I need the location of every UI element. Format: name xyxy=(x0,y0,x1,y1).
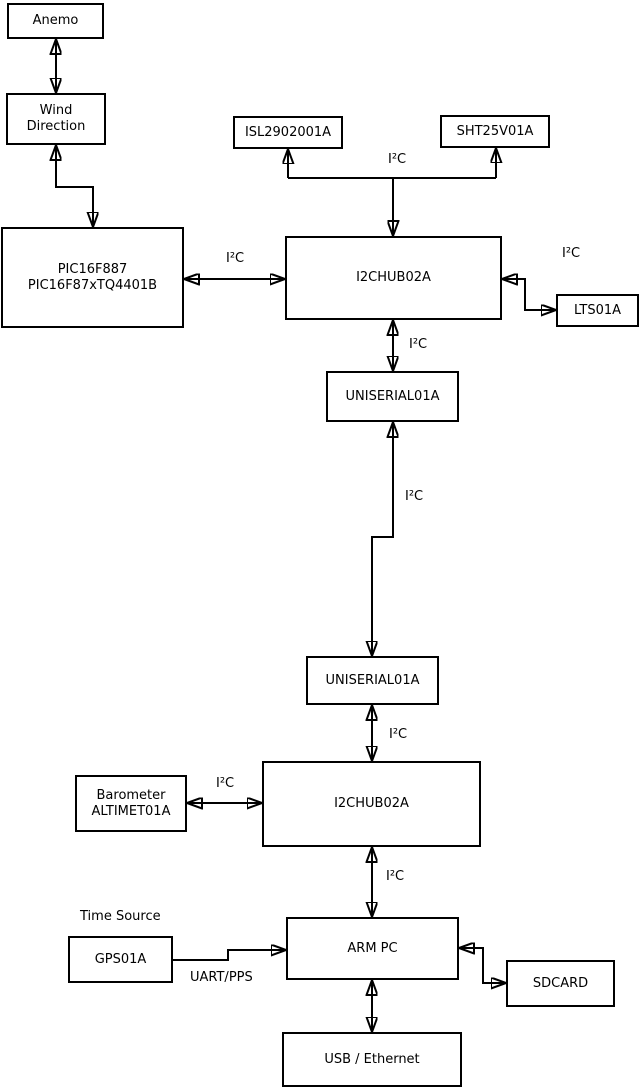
node-uniserial01a-lower-label: UNISERIAL01A xyxy=(325,672,420,688)
node-usb-ethernet-label: USB / Ethernet xyxy=(324,1051,420,1067)
node-lts01a: LTS01A xyxy=(556,294,639,327)
connector-gps-armpc xyxy=(173,950,286,961)
connector-i2chub-lts xyxy=(502,279,556,310)
node-sht25v01a-label: SHT25V01A xyxy=(456,123,534,139)
edge-label-i2c-sensor-branch: I²C xyxy=(388,152,407,167)
node-isl2902001a: ISL2902001A xyxy=(233,116,343,149)
node-isl2902001a-label: ISL2902001A xyxy=(244,124,332,140)
edge-label-i2c-hub-lts: I²C xyxy=(562,246,581,261)
node-wind-direction: Wind Direction xyxy=(6,93,106,145)
edge-label-uart-pps: UART/PPS xyxy=(190,970,253,985)
edge-label-i2c-uniserial-link: I²C xyxy=(405,489,424,504)
node-i2chub02a-bottom: I2CHUB02A xyxy=(262,761,481,847)
edge-label-time-source: Time Source xyxy=(80,909,161,924)
connector-armpc-sdcard xyxy=(459,948,506,983)
edge-label-i2c-hub-uniserial: I²C xyxy=(409,337,428,352)
connector-winddirection-pic xyxy=(56,145,93,227)
node-gps01a: GPS01A xyxy=(68,936,173,983)
node-gps01a-label: GPS01A xyxy=(94,951,147,967)
node-barometer-altimet01a-label: Barometer ALTIMET01A xyxy=(91,787,171,819)
node-uniserial01a-upper: UNISERIAL01A xyxy=(326,371,459,422)
node-uniserial01a-upper-label: UNISERIAL01A xyxy=(345,388,440,404)
edge-label-i2c-pic-hub: I²C xyxy=(226,251,245,266)
node-pic16f887: PIC16F887 PIC16F87xTQ4401B xyxy=(1,227,184,328)
node-i2chub02a-top: I2CHUB02A xyxy=(285,236,502,320)
connector-uniserial-link xyxy=(372,422,393,656)
node-lts01a-label: LTS01A xyxy=(573,302,622,318)
node-sdcard-label: SDCARD xyxy=(532,975,589,991)
node-barometer-altimet01a: Barometer ALTIMET01A xyxy=(75,775,187,832)
node-usb-ethernet: USB / Ethernet xyxy=(282,1032,462,1087)
node-i2chub02a-top-label: I2CHUB02A xyxy=(356,270,431,286)
node-pic16f887-label: PIC16F887 PIC16F87xTQ4401B xyxy=(27,261,158,293)
node-i2chub02a-bottom-label: I2CHUB02A xyxy=(334,796,409,812)
node-wind-direction-label: Wind Direction xyxy=(26,103,86,134)
node-arm-pc-label: ARM PC xyxy=(347,940,398,956)
node-uniserial01a-lower: UNISERIAL01A xyxy=(306,656,439,705)
node-arm-pc: ARM PC xyxy=(286,917,459,980)
edge-label-i2c-barometer-hub2: I²C xyxy=(216,776,235,791)
edge-label-i2c-uniserial-hub2: I²C xyxy=(389,727,408,742)
node-anemo: Anemo xyxy=(7,3,104,39)
node-sdcard: SDCARD xyxy=(506,960,615,1007)
node-anemo-label: Anemo xyxy=(32,13,79,29)
node-sht25v01a: SHT25V01A xyxy=(440,115,550,148)
edge-label-i2c-hub2-armpc: I²C xyxy=(386,869,405,884)
